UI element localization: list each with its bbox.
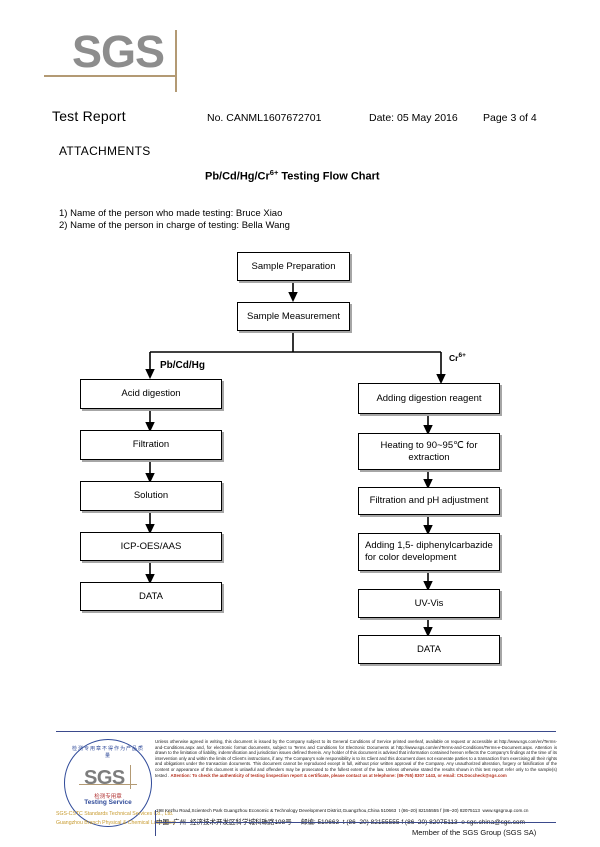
- flow-box-filtration: Filtration: [80, 430, 222, 460]
- flow-box-icp-oes-aas: ICP-OES/AAS: [80, 532, 222, 561]
- flow-box-heating: Heating to 90~95℃ for extraction: [358, 433, 500, 470]
- flowchart-title-main: Pb/Cd/Hg/Cr: [205, 170, 270, 183]
- legal-attention-notice: Attention: To check the authenticity of …: [170, 772, 507, 778]
- stamp-logo-hrule: [79, 784, 137, 785]
- stamp-chinese-top: 检测专用章不得作为产品质量: [71, 746, 144, 759]
- footer-left-tick: [155, 810, 156, 836]
- footer-divider-bottom: [155, 822, 556, 823]
- stamp-sgs-text: SGS: [84, 767, 125, 789]
- stamp-ring: [64, 739, 152, 827]
- logo-horizontal-rule: [44, 75, 177, 77]
- legal-disclaimer-text: Unless otherwise agreed in writing, this…: [155, 739, 557, 778]
- flowchart-title-superscript: 6+: [269, 168, 279, 177]
- sgs-logo: SGS: [44, 26, 182, 92]
- legal-disclaimer: Unless otherwise agreed in writing, this…: [155, 739, 557, 778]
- stamp-company-line1: SGS-CSTC Standards Technical Services Co…: [56, 811, 174, 817]
- flow-box-adding-dpc: Adding 1,5- diphenylcarbazide for color …: [358, 533, 500, 571]
- section-heading-attachments: ATTACHMENTS: [59, 144, 151, 158]
- sgs-logo-text: SGS: [72, 26, 165, 77]
- flowchart-title: Pb/Cd/Hg/Cr6+ Testing Flow Chart: [205, 168, 380, 183]
- address-english: 198 Kezhu Road,Scientech Park Guangzhou …: [156, 808, 528, 813]
- report-number: No. CANML1607672701: [207, 112, 322, 124]
- branch-label-cr6: Cr6+: [449, 352, 466, 363]
- branch-label-cr6-text: Cr: [449, 352, 459, 363]
- page-number: Page 3 of 4: [483, 112, 537, 124]
- address-english-street: 198 Kezhu Road,Scientech Park Guangzhou …: [156, 808, 397, 813]
- stamp-logo-vrule: [130, 765, 131, 789]
- note-tester: 1) Name of the person who made testing: …: [59, 208, 283, 219]
- flow-box-uv-vis: UV-Vis: [358, 589, 500, 618]
- flow-box-data-right: DATA: [358, 635, 500, 664]
- branch-label-cr6-superscript: 6+: [458, 352, 466, 359]
- address-chinese: 中国 ·广州 -经济技术开发区科学城科珠路198号 邮编: 510663 t (…: [156, 816, 525, 826]
- flow-box-sample-preparation: Sample Preparation: [237, 252, 350, 281]
- flow-box-acid-digestion: Acid digestion: [80, 379, 222, 409]
- flow-box-adding-digestion-reagent: Adding digestion reagent: [358, 383, 500, 414]
- member-of-sgs-group: Member of the SGS Group (SGS SA): [412, 828, 537, 837]
- stamp-testing-service-label: Testing Service: [84, 799, 132, 806]
- address-english-web: www.sgsgroup.com.cn: [482, 808, 529, 813]
- flow-box-filtration-ph: Filtration and pH adjustment: [358, 487, 500, 515]
- stamp-company-line2: Guangzhou Branch Physical & Chemical Lab…: [56, 820, 176, 826]
- stamp-chinese-mid: 检测专用章: [94, 794, 122, 800]
- logo-vertical-rule: [175, 30, 177, 92]
- flowchart-title-tail: Testing Flow Chart: [278, 170, 380, 183]
- page-title: Test Report: [52, 108, 126, 124]
- flow-box-solution: Solution: [80, 481, 222, 511]
- flow-box-sample-measurement: Sample Measurement: [237, 302, 350, 331]
- address-english-tel: t (86–20) 82155555 f (86–20) 82075113: [398, 808, 480, 813]
- note-supervisor: 2) Name of the person in charge of testi…: [59, 220, 290, 231]
- footer-divider: [56, 731, 556, 732]
- report-date: Date: 05 May 2016: [369, 112, 458, 124]
- branch-label-pb-cd-hg: Pb/Cd/Hg: [160, 360, 205, 371]
- flow-box-data-left: DATA: [80, 582, 222, 611]
- sgs-testing-service-stamp: 检测专用章不得作为产品质量 SGS 检测专用章 Testing Service …: [56, 737, 176, 833]
